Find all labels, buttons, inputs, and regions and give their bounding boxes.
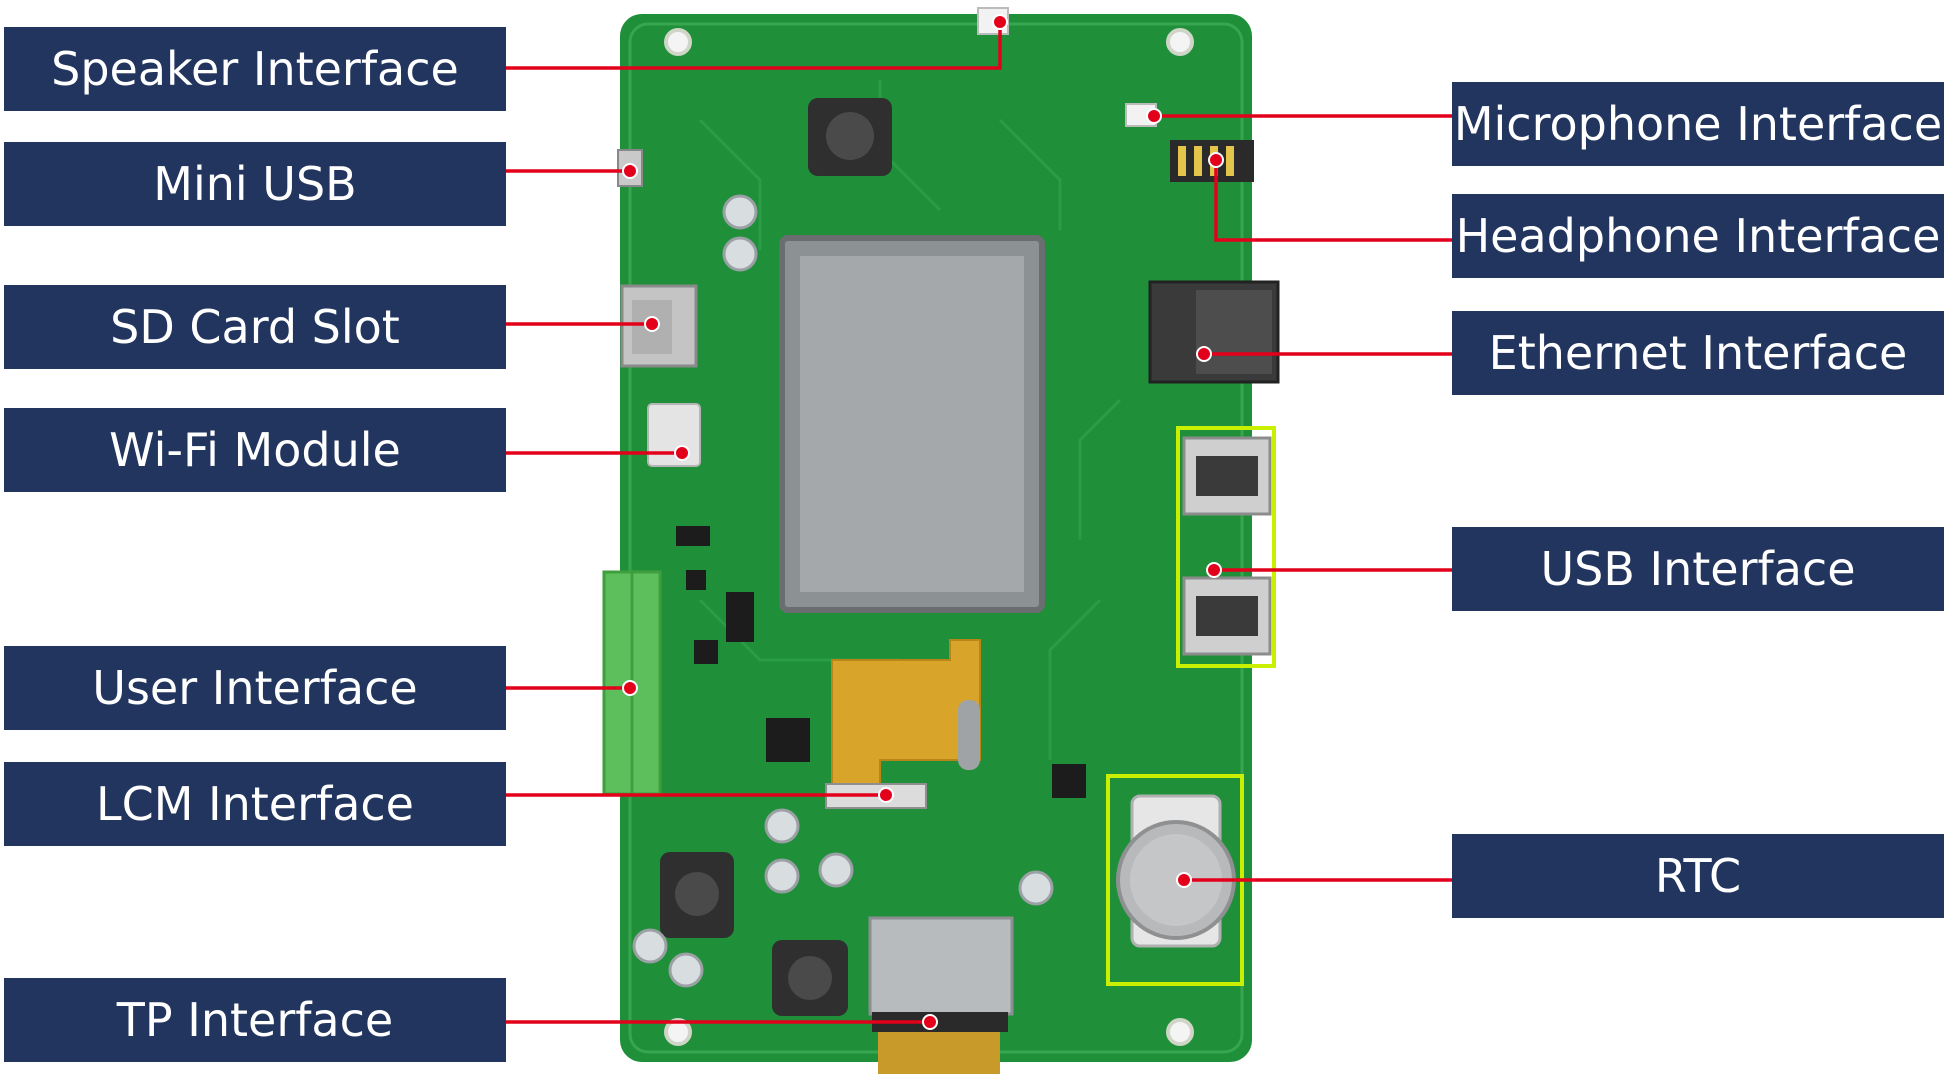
label-rtc: RTC: [1452, 834, 1944, 918]
pointer-dots: [622, 14, 1224, 1030]
label-microphone-interface: Microphone Interface: [1452, 82, 1944, 166]
label-wifi-module: Wi-Fi Module: [4, 408, 506, 492]
label-mini-usb: Mini USB: [4, 142, 506, 226]
label-lcm-interface: LCM Interface: [4, 762, 506, 846]
label-tp-interface: TP Interface: [4, 978, 506, 1062]
label-speaker-interface: Speaker Interface: [4, 27, 506, 111]
label-headphone-interface: Headphone Interface: [1452, 194, 1944, 278]
label-usb-interface: USB Interface: [1452, 527, 1944, 611]
pointer-lines: [506, 22, 1452, 1024]
usb-highlight: [1176, 426, 1276, 668]
label-ethernet-interface: Ethernet Interface: [1452, 311, 1944, 395]
mounting-holes: [664, 28, 1194, 1046]
label-user-interface: User Interface: [4, 646, 506, 730]
label-sd-card-slot: SD Card Slot: [4, 285, 506, 369]
